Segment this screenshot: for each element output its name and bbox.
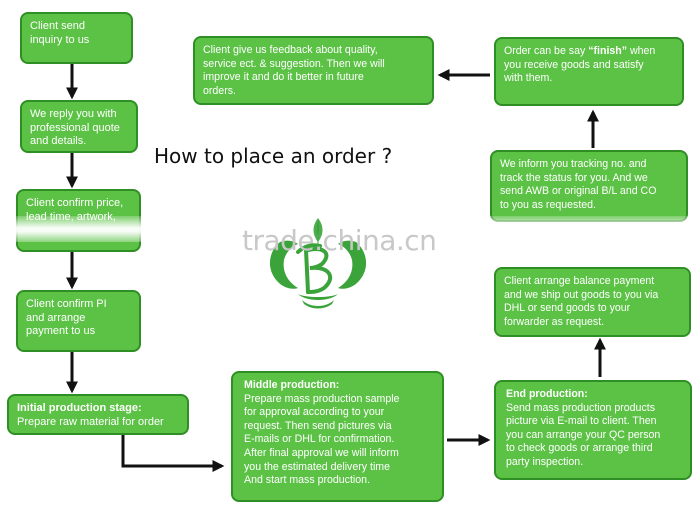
step-heading: Middle production: xyxy=(244,379,340,391)
step-text-line: Client send xyxy=(30,20,86,32)
step-text-line: request. Then send pictures via xyxy=(244,419,392,432)
step-initial-production: Initial production stage: Prepare raw ma… xyxy=(7,394,189,435)
step-text-line: to check goods or arrange third xyxy=(506,442,653,455)
step-text-line: to you as requested. xyxy=(500,198,596,211)
step-text-line: you can arrange your QC person xyxy=(506,428,661,441)
step-middle-production: Middle production: Prepare mass producti… xyxy=(231,371,444,502)
step-text-line: you the estimated delivery time xyxy=(244,460,391,473)
step-text-line: orders. xyxy=(203,84,236,97)
step-text-line: picture via E-mail to client. Then xyxy=(506,415,657,428)
step-balance-payment: Client arrange balance payment and we sh… xyxy=(494,267,691,337)
step-text-line: Client arrange balance payment xyxy=(504,275,655,287)
step-text-line: forwarder as request. xyxy=(504,315,605,328)
step-tracking-info: We inform you tracking no. and track the… xyxy=(490,150,688,222)
step-heading: Initial production stage: xyxy=(17,402,142,414)
step-text-line: and details. xyxy=(30,135,87,147)
step-text-line: DHL or send goods to your xyxy=(504,302,631,315)
step-text-line: E-mails or DHL for confirmation. xyxy=(244,433,395,446)
step-text-line: track the status for you. And we xyxy=(500,171,648,184)
watermark-band xyxy=(0,216,700,242)
step-text-line: We reply you with xyxy=(30,108,117,120)
watermark-text: trade.china.cn xyxy=(242,224,437,257)
step-text-line: send AWB or original B/L and CO xyxy=(500,185,657,198)
step-text-line: for approval according to your xyxy=(244,406,385,419)
step-text-line: inquiry to us xyxy=(30,33,90,46)
step-text-line: Send mass production products xyxy=(506,401,655,414)
step-text-line: payment to us xyxy=(26,325,96,337)
step-text-line: and we ship out goods to you via xyxy=(504,288,659,301)
step-client-feedback: Client give us feedback about quality, s… xyxy=(193,36,434,105)
step-text-line: Order can be say “finish” when xyxy=(504,45,656,57)
step-text-line: and arrange xyxy=(26,311,86,324)
step-heading: End production: xyxy=(506,388,588,400)
step-text-line: After final approval we will inform xyxy=(244,446,399,459)
brand-logo-icon xyxy=(269,218,367,309)
step-text-line: Client confirm PI xyxy=(26,298,107,310)
step-end-production: End production: Send mass production pro… xyxy=(494,380,692,480)
step-text-line: Prepare mass production sample xyxy=(244,392,400,405)
step-text-line: with them. xyxy=(504,72,553,85)
step-client-confirm-pi: Client confirm PI and arrange payment to… xyxy=(16,290,141,352)
diagram-title: How to place an order ? xyxy=(154,144,393,168)
step-text-line: Prepare raw material for order xyxy=(17,415,164,428)
step-text-line: Client give us feedback about quality, xyxy=(203,44,378,56)
step-text-line: party inspection. xyxy=(506,455,584,468)
step-text-line: Client confirm price, xyxy=(26,197,124,209)
step-client-send-inquiry: Client send inquiry to us xyxy=(20,12,133,64)
step-text-line: you receive goods and satisfy xyxy=(504,58,644,71)
step-text-line: And start mass production. xyxy=(244,474,371,487)
step-order-finish: Order can be say “finish” when you recei… xyxy=(494,37,684,106)
step-we-reply: We reply you with professional quote and… xyxy=(20,100,138,153)
step-text-line: professional quote xyxy=(30,121,120,134)
step-text-line: service ect. & suggestion. Then we will xyxy=(203,57,385,70)
step-text-line: We inform you tracking no. and xyxy=(500,158,647,170)
arrow-initial-to-middle xyxy=(121,435,225,472)
step-text-line: improve it and do it better in future xyxy=(203,71,364,84)
